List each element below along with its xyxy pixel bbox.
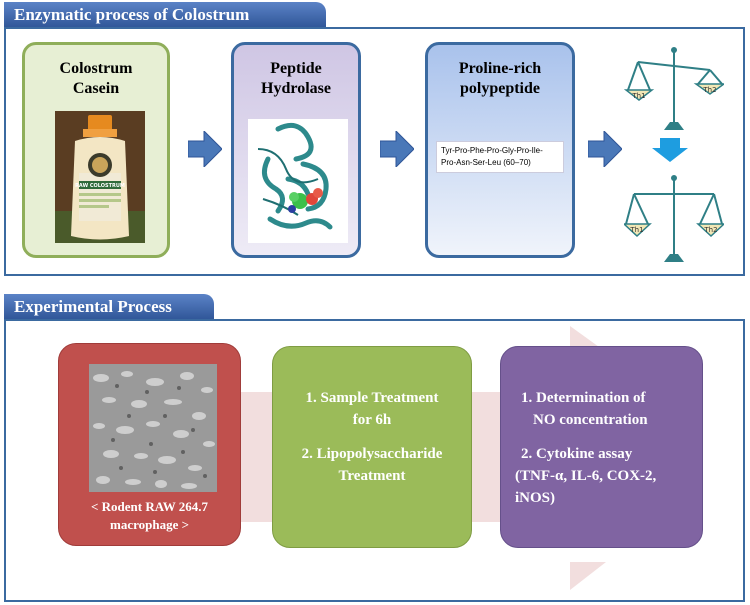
section1-title: Enzymatic process of Colostrum xyxy=(14,5,250,24)
colostrum-bottle-photo: RAW COLOSTRUM xyxy=(55,111,145,243)
section2-title-bar: Experimental Process xyxy=(4,294,214,320)
section2-title: Experimental Process xyxy=(14,297,172,316)
raw-macrophage-box: < Rodent RAW 264.7 macrophage > xyxy=(58,343,241,546)
th2-label: Th2 xyxy=(703,226,717,234)
peptide-sequence-box: Tyr-Pro-Phe-Pro-Gly-Pro-Ile- Pro-Asn-Ser… xyxy=(436,141,564,173)
treatment-step-text: 1. Sample Treatment for 6h 2. Lipopolysa… xyxy=(301,390,443,484)
assay-step-box: 1. Determination of NO concentration 2. … xyxy=(500,346,703,548)
right-arrow-icon xyxy=(188,131,222,167)
right-arrow-icon xyxy=(588,131,622,167)
th1-label: Th1 xyxy=(629,226,643,234)
peptide-hydrolase-box: Peptide Hydrolase xyxy=(231,42,361,258)
th2-label: Th2 xyxy=(702,86,716,94)
colostrum-casein-title: Colostrum Casein xyxy=(59,60,133,97)
protein-structure-image xyxy=(248,119,348,243)
section1-title-bar: Enzymatic process of Colostrum xyxy=(4,2,326,28)
balance-scale-balanced-icon: Th1 Th2 xyxy=(624,175,724,262)
colostrum-casein-box: Colostrum Casein RAW COLOSTRUM xyxy=(22,42,170,258)
bottle-image: RAW COLOSTRUM xyxy=(55,111,145,243)
down-arrow-icon xyxy=(652,138,688,162)
balance-scale-tilted-icon: Th1 Th2 xyxy=(624,47,724,130)
macrophage-caption: < Rodent RAW 264.7 macrophage > xyxy=(91,499,208,532)
treatment-step-box: 1. Sample Treatment for 6h 2. Lipopolysa… xyxy=(272,346,472,548)
cell-image xyxy=(89,364,217,492)
assay-step-text: 1. Determination of NO concentration 2. … xyxy=(515,390,657,506)
th1-label: Th1 xyxy=(631,92,645,100)
macrophage-micrograph xyxy=(89,364,217,492)
proline-rich-polypeptide-box: Proline-rich polypeptide Tyr-Pro-Phe-Pro… xyxy=(425,42,575,258)
protein-ribbon-icon xyxy=(257,122,333,230)
peptide-hydrolase-title: Peptide Hydrolase xyxy=(261,60,331,97)
right-arrow-icon xyxy=(380,131,414,167)
bottle-label-text: RAW COLOSTRUM xyxy=(75,183,125,189)
proline-rich-title: Proline-rich polypeptide xyxy=(458,60,542,97)
